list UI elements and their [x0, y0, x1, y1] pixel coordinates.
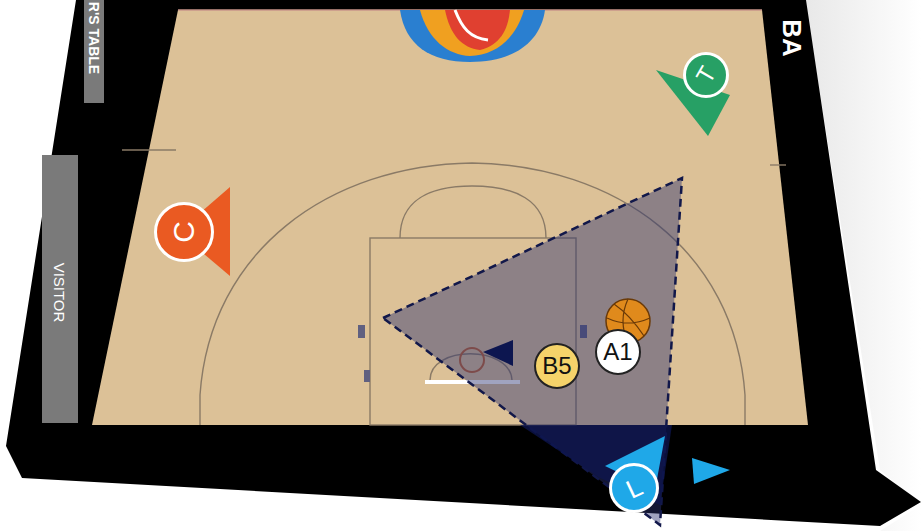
marker-letter: A1	[603, 340, 632, 364]
court-surround	[6, 0, 921, 526]
watermark: BA	[779, 19, 805, 57]
referee-marker: L	[609, 463, 659, 513]
coverage-area	[383, 178, 682, 525]
player-marker: B5	[534, 343, 580, 389]
player-marker: A1	[595, 329, 641, 375]
movement-arrow	[692, 458, 730, 484]
marker-letter: C	[169, 221, 199, 243]
center-logo	[400, 10, 545, 62]
lane-mark	[364, 370, 370, 382]
referee-marker: C	[154, 202, 214, 262]
referee-marker: T	[683, 52, 729, 98]
marker-letter: L	[622, 473, 646, 503]
visitor-panel	[42, 155, 78, 423]
table-panel	[84, 0, 104, 103]
lane-mark	[358, 325, 365, 338]
sideline-text: VISITOR	[53, 262, 68, 322]
marker-letter: T	[692, 63, 720, 88]
marker-letter: B5	[542, 354, 571, 378]
movement-arrow	[483, 340, 513, 366]
sideline-text: R'S TABLE	[87, 2, 101, 74]
